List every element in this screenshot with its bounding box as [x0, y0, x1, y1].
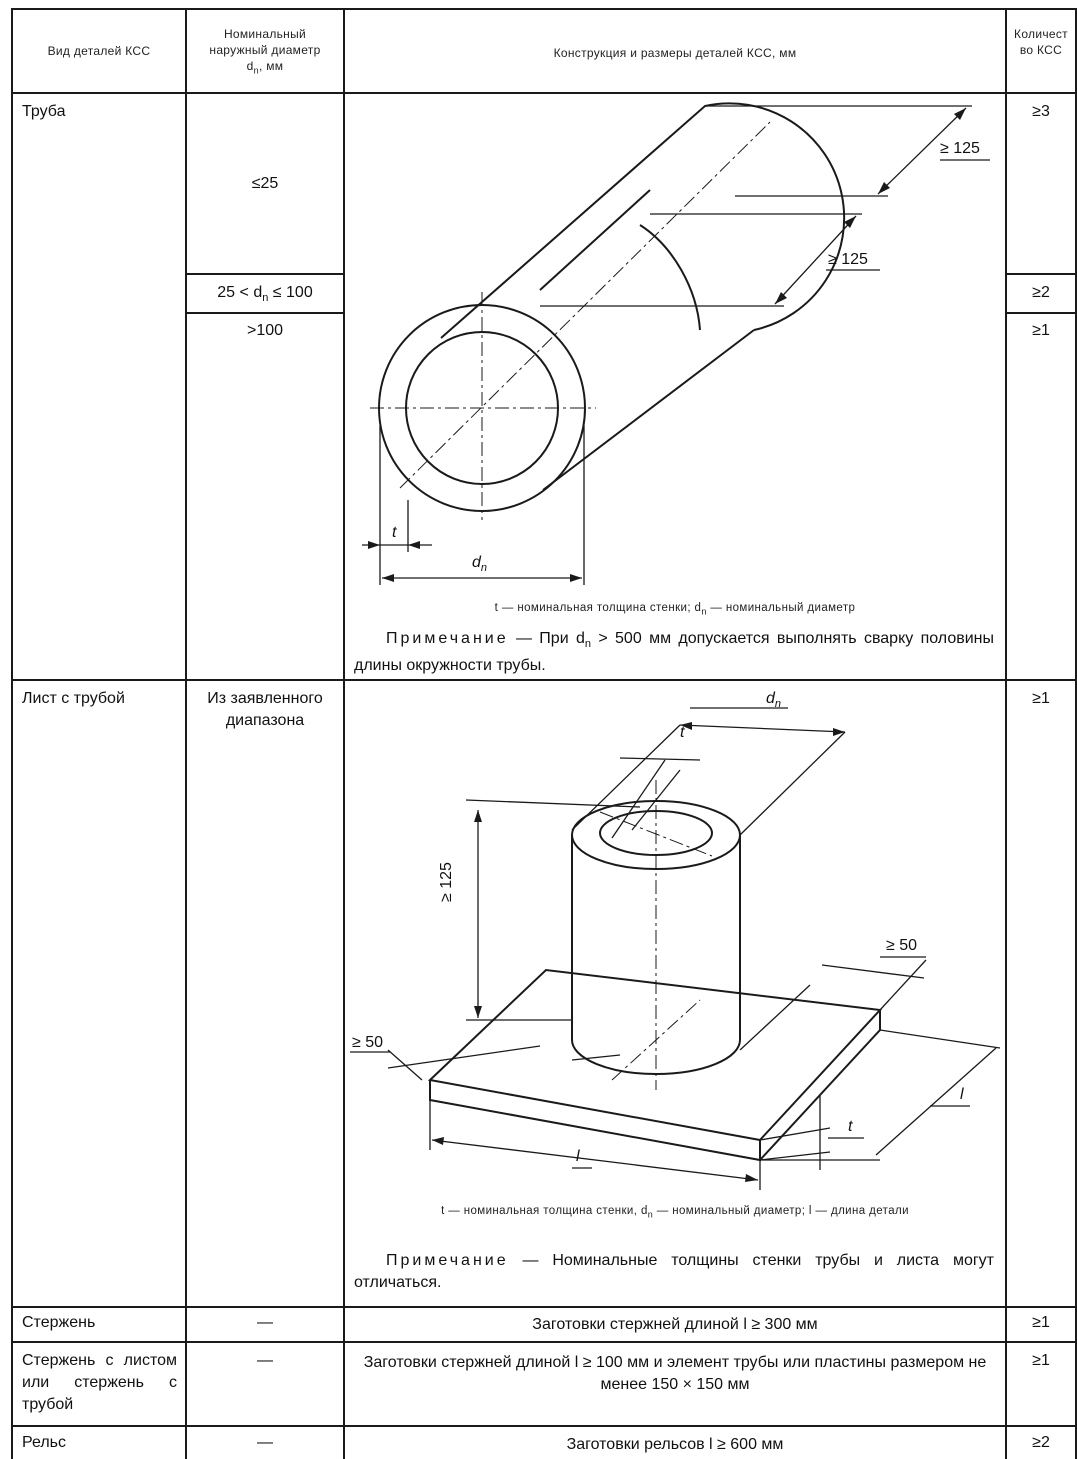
- pipe-dim-d-label: dn: [472, 554, 488, 575]
- pipe-caption: t — номинальная толщина стенки; dn — ном…: [494, 602, 856, 617]
- sub-border-1-diam: [185, 273, 345, 275]
- plate-dim-l-right: [875, 1047, 997, 1156]
- plate-top-face: [427, 968, 883, 1142]
- rod-name: Стержень: [22, 1314, 96, 1331]
- plate-front-face: [429, 1080, 761, 1162]
- sub-border-1-qty: [1005, 273, 1077, 275]
- plate-drawing: [350, 707, 1001, 1190]
- sub-border-2-diam: [185, 312, 345, 314]
- pipe-dim-outer-label: ≥ 125: [940, 140, 980, 157]
- table-right-border: [1075, 8, 1077, 1459]
- pipe-bottom-edge: [542, 329, 755, 491]
- header-col4: Количество КСС: [1014, 27, 1068, 57]
- plate-dim-l-bottom: [431, 1139, 759, 1181]
- pipe-dim-line-inner: [774, 215, 857, 305]
- row-border-rod-plate: [11, 1341, 1077, 1343]
- plate-qty: ≥1: [1032, 690, 1050, 707]
- plate-caption: t — номинальная толщина стенки, dn — ном…: [441, 1205, 909, 1220]
- rod-plate-qty: ≥1: [1032, 1352, 1050, 1369]
- col-border-2: [343, 8, 345, 1459]
- pipe-drawing: [362, 102, 990, 585]
- plate-dim-t-plate-label: t: [848, 1118, 853, 1135]
- rod-plate-name: Стержень с листом или стержень с трубой: [22, 1352, 177, 1413]
- rod-qty: ≥1: [1032, 1314, 1050, 1331]
- pipe-qty-3: ≥1: [1032, 322, 1050, 339]
- header-col2: Номинальный наружный диаметр dn, мм: [209, 27, 321, 76]
- rod-plate-desc: Заготовки стержней длиной l ≥ 100 мм и э…: [363, 1354, 987, 1393]
- plate-dim-50-left: [387, 1045, 541, 1069]
- pipe-dim-t-label: t: [392, 524, 397, 541]
- plate-dim-50-right-label: ≥ 50: [886, 937, 918, 954]
- plate-diam: Из заявленного диапазона: [207, 690, 323, 729]
- table-top-border: [11, 8, 1077, 10]
- pipe-qty-2: ≥2: [1032, 284, 1050, 301]
- table-left-border: [11, 8, 13, 1459]
- pipe-diam-3: >100: [246, 322, 284, 339]
- plate-dim-l-right-label: l: [960, 1086, 964, 1103]
- plate-name: Лист с трубой: [22, 690, 125, 707]
- pipe-dim-line-outer: [877, 107, 967, 195]
- rail-diam: —: [257, 1434, 273, 1451]
- rail-desc: Заготовки рельсов l ≥ 600 мм: [566, 1436, 784, 1453]
- pipe-diam-2: 25 < dn ≤ 100: [217, 284, 313, 305]
- rod-desc: Заготовки стержней длиной l ≥ 300 мм: [532, 1316, 818, 1333]
- sub-border-2-qty: [1005, 312, 1077, 314]
- header-bottom-border: [11, 92, 1077, 94]
- rod-plate-diam: —: [257, 1352, 273, 1369]
- plate-dim-l-bottom-label: l: [576, 1148, 580, 1165]
- plate-dim-50-left-label: ≥ 50: [352, 1034, 384, 1051]
- rail-qty: ≥2: [1032, 1434, 1050, 1451]
- plate-dim-50-right: [821, 964, 925, 979]
- row-border-rail: [11, 1425, 1077, 1427]
- pipe-dim-inner-label: ≥ 125: [828, 251, 868, 268]
- pipe-note: Примечание — При dn > 500 мм допускается…: [354, 630, 994, 675]
- pipe-axis: [399, 121, 771, 489]
- rail-name: Рельс: [22, 1434, 67, 1451]
- row-border-plate: [11, 679, 1077, 681]
- col-border-3: [1005, 8, 1007, 1459]
- header-col1: Вид деталей КСС: [47, 44, 151, 58]
- pipe-name: Труба: [22, 103, 66, 120]
- plate-note: Примечание — Номинальные толщины стенки …: [354, 1252, 994, 1291]
- pipe-diam-1: ≤25: [251, 175, 279, 192]
- plate-dim-height-label: ≥ 125: [438, 862, 455, 902]
- col-border-1: [185, 8, 187, 1459]
- plate-dim-dn: [679, 724, 846, 733]
- plate-dim-dn-label: dn: [766, 690, 782, 711]
- pipe-qty-1: ≥3: [1032, 103, 1050, 120]
- rod-diam: —: [257, 1314, 273, 1331]
- plate-dim-t-top-label: t: [680, 724, 685, 741]
- pipe-step-ring: [539, 189, 701, 331]
- header-col3: Конструкция и размеры деталей КСС, мм: [553, 46, 797, 60]
- row-border-rod: [11, 1306, 1077, 1308]
